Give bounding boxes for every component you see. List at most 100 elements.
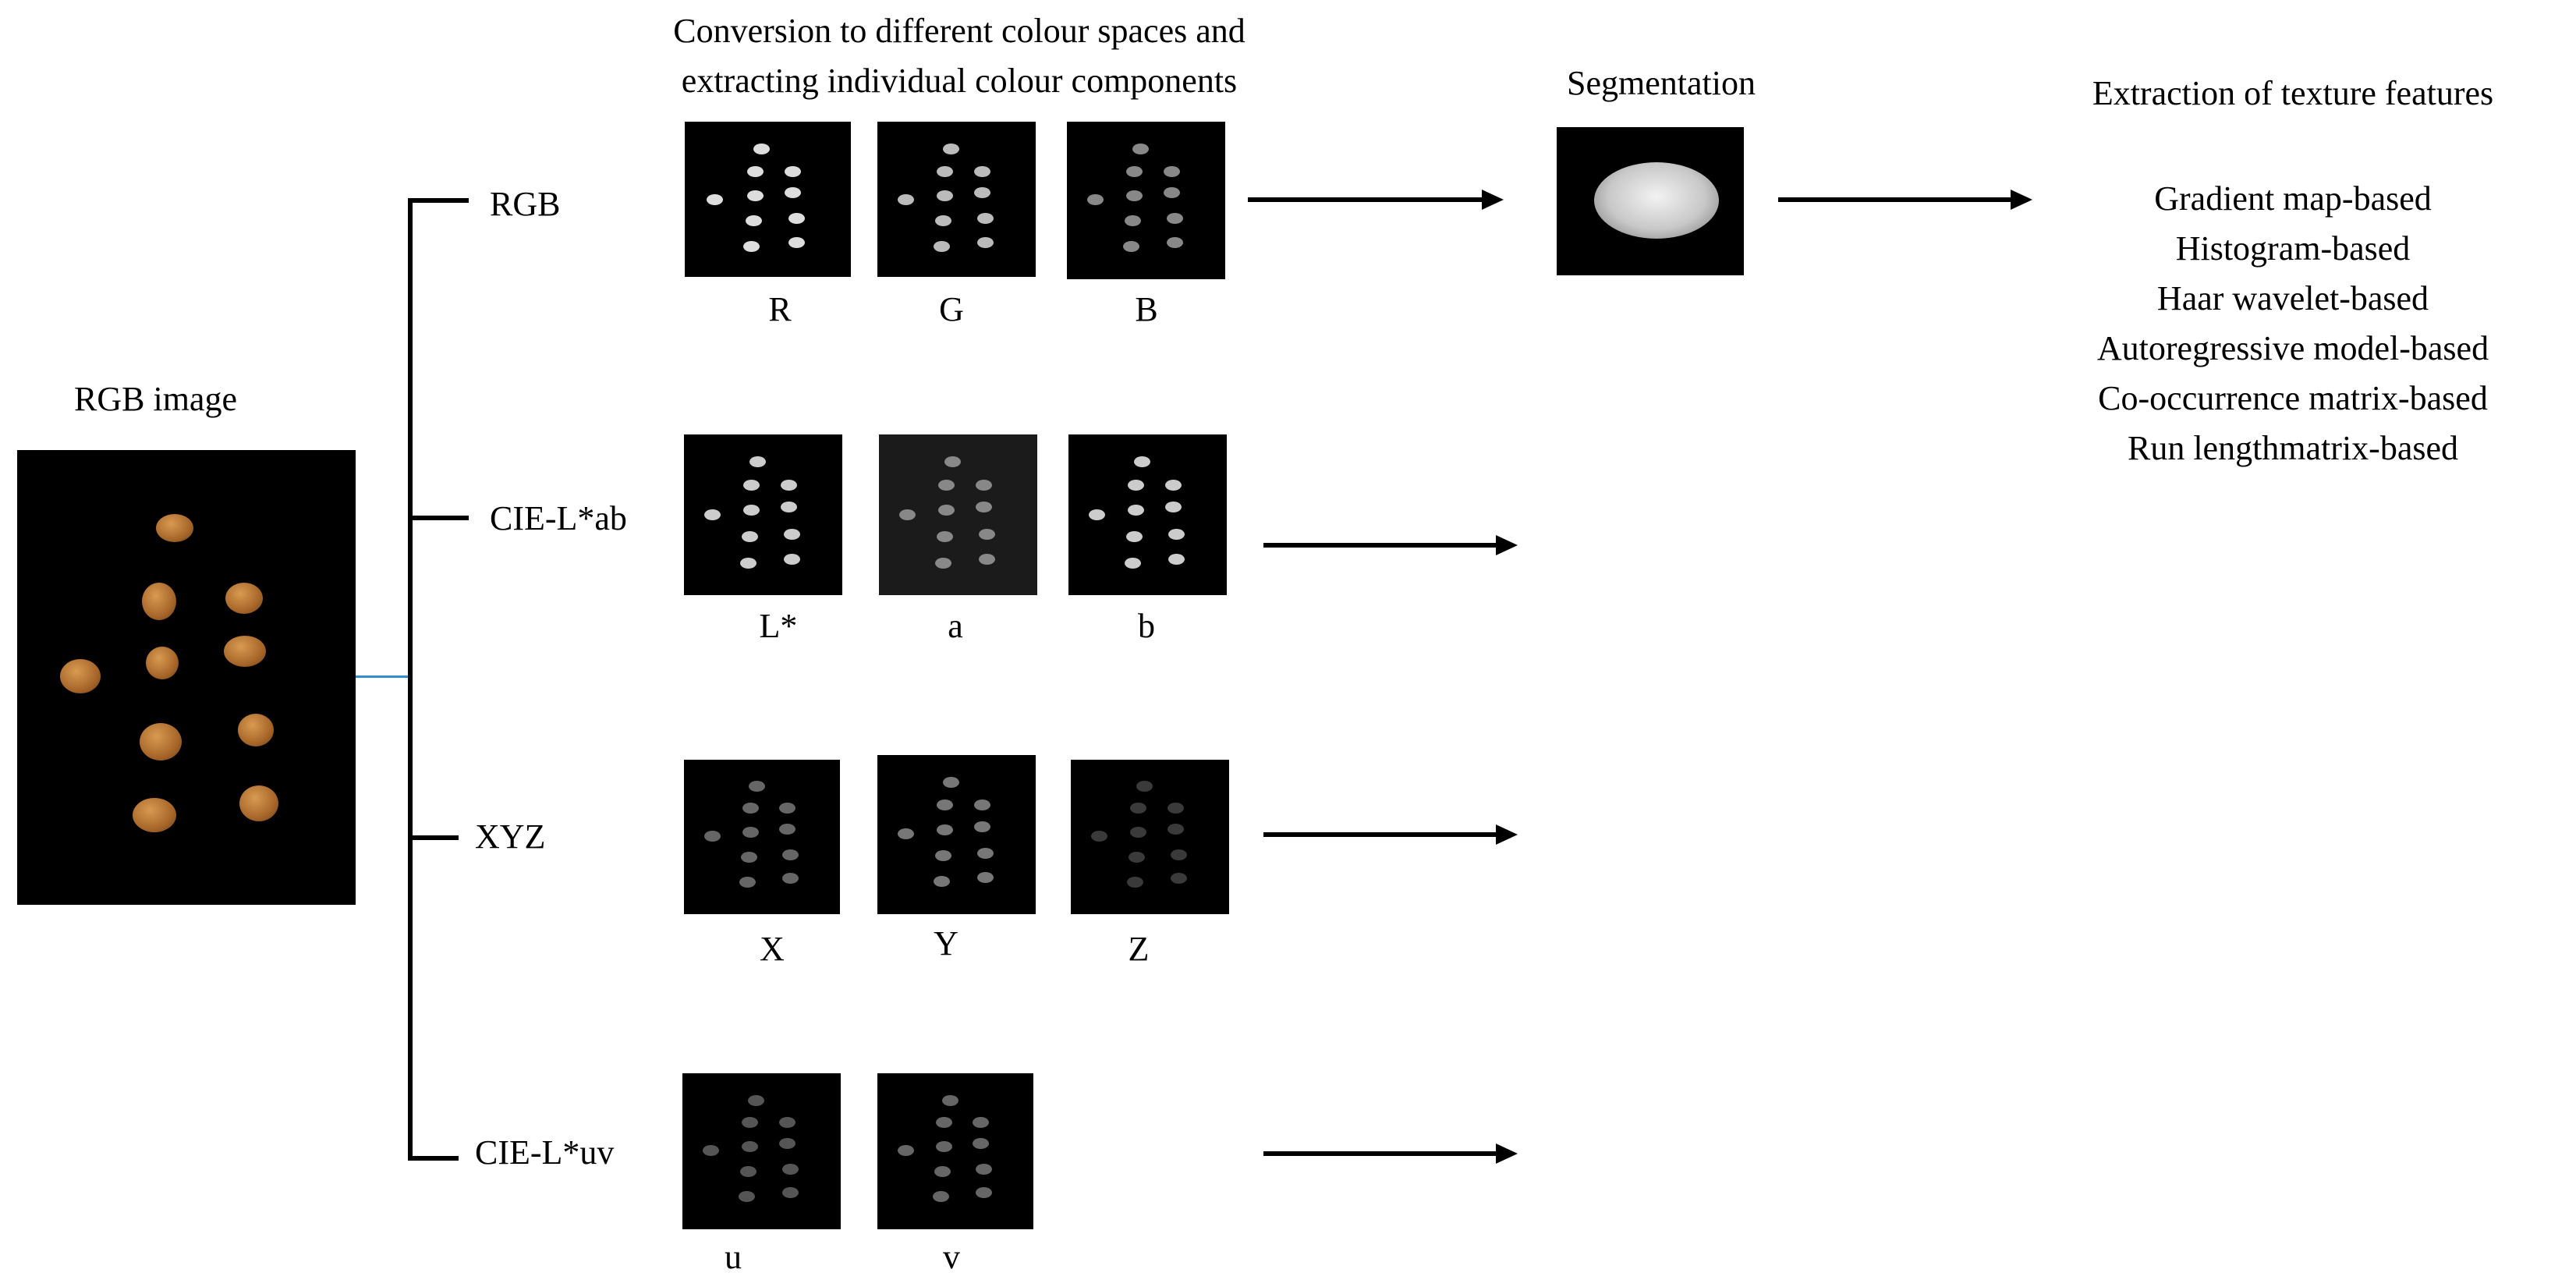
seed: [976, 480, 992, 491]
seed: [1168, 554, 1185, 565]
seed: [742, 1141, 758, 1152]
seed: [741, 852, 757, 863]
branch-cielab: [408, 516, 469, 520]
seed: [977, 213, 994, 224]
channel-image-b: [1067, 122, 1225, 279]
seed: [977, 848, 994, 859]
seed: [704, 831, 721, 842]
tree-trunk: [408, 198, 413, 1161]
segmented-seed: [1594, 162, 1719, 239]
seed: [1136, 781, 1153, 792]
texture-method: Autoregressive model-based: [2096, 329, 2489, 367]
seed: [1168, 803, 1184, 814]
seed: [743, 505, 760, 516]
seed: [1129, 852, 1145, 863]
seed: [1167, 237, 1183, 248]
seed: [1134, 456, 1150, 467]
seed: [934, 876, 950, 887]
seed: [1171, 873, 1187, 884]
seed: [944, 456, 961, 467]
seed: [739, 1191, 755, 1202]
seed: [1125, 215, 1141, 226]
seed: [740, 1166, 757, 1177]
texture-methods-list: Gradient map-based Histogram-based Haar …: [2012, 174, 2574, 473]
seed: [1132, 144, 1149, 154]
seed: [746, 215, 762, 226]
seed: [942, 1095, 958, 1106]
seed: [743, 241, 760, 252]
space-label-xyz: XYZ: [475, 817, 546, 856]
seed: [225, 583, 263, 614]
seed: [707, 194, 723, 205]
channel-label-u: u: [725, 1238, 742, 1276]
seed: [779, 803, 795, 814]
seed: [238, 714, 274, 746]
seed: [742, 803, 759, 814]
seed: [1126, 166, 1143, 177]
channel-label-l: L*: [759, 607, 798, 645]
seed: [1168, 824, 1184, 835]
seed: [1165, 502, 1182, 512]
seed: [937, 824, 953, 835]
seed: [1125, 558, 1141, 569]
seed: [935, 558, 951, 569]
seed: [782, 849, 799, 860]
channel-label-y: Y: [934, 924, 958, 963]
seed: [943, 144, 959, 154]
channel-image-l: [684, 434, 842, 595]
seed: [943, 777, 959, 788]
seed: [785, 187, 801, 198]
channel-image-v: [877, 1073, 1033, 1229]
seed: [1128, 505, 1144, 516]
texture-features-heading: Extraction of texture features: [2092, 74, 2494, 112]
branch-xyz: [408, 835, 459, 840]
seed: [60, 659, 101, 693]
texture-method: Run lengthmatrix-based: [2127, 429, 2458, 467]
seed: [1168, 529, 1185, 540]
texture-method: Gradient map-based: [2154, 179, 2432, 218]
seed: [782, 873, 799, 884]
seed: [742, 1117, 758, 1128]
seed: [1126, 190, 1143, 201]
seed: [788, 213, 805, 224]
channel-label-b-lab: b: [1138, 607, 1155, 645]
seed: [781, 480, 797, 491]
conversion-heading-line1: Conversion to different colour spaces an…: [673, 12, 1245, 50]
segmentation-label: Segmentation: [1567, 64, 1756, 102]
seed: [934, 1166, 951, 1177]
seed: [937, 190, 953, 201]
seed: [239, 785, 278, 821]
seed: [935, 850, 951, 861]
seed: [937, 800, 953, 810]
arrow-xyz: [1263, 824, 1518, 845]
channel-image-x: [684, 760, 840, 914]
seed: [779, 1117, 795, 1128]
seed: [740, 558, 757, 569]
seed: [747, 190, 764, 201]
seed: [743, 480, 760, 491]
seed: [753, 144, 770, 154]
arrow-cielab: [1263, 535, 1518, 555]
seed: [748, 1095, 764, 1106]
space-label-cieluv: CIE-L*uv: [475, 1133, 615, 1172]
seed: [1123, 241, 1139, 252]
channel-label-z: Z: [1128, 930, 1150, 968]
space-label-cielab: CIE-L*ab: [490, 499, 627, 537]
channel-image-a: [879, 434, 1037, 595]
channel-label-b: B: [1135, 290, 1158, 328]
rgb-image-label: RGB image: [74, 380, 237, 418]
seed: [1126, 531, 1143, 542]
seed: [224, 636, 266, 667]
seed: [788, 237, 805, 248]
channel-label-r: R: [768, 290, 792, 328]
channel-image-u: [682, 1073, 841, 1229]
seed: [1128, 480, 1144, 491]
seed: [1164, 187, 1180, 198]
seed: [785, 166, 801, 177]
seed: [1171, 849, 1187, 860]
seed: [936, 1117, 952, 1128]
seed: [140, 723, 182, 760]
arrow-rgb-to-segmentation: [1248, 190, 1504, 210]
seed: [784, 529, 800, 540]
branch-cieluv: [408, 1156, 459, 1161]
